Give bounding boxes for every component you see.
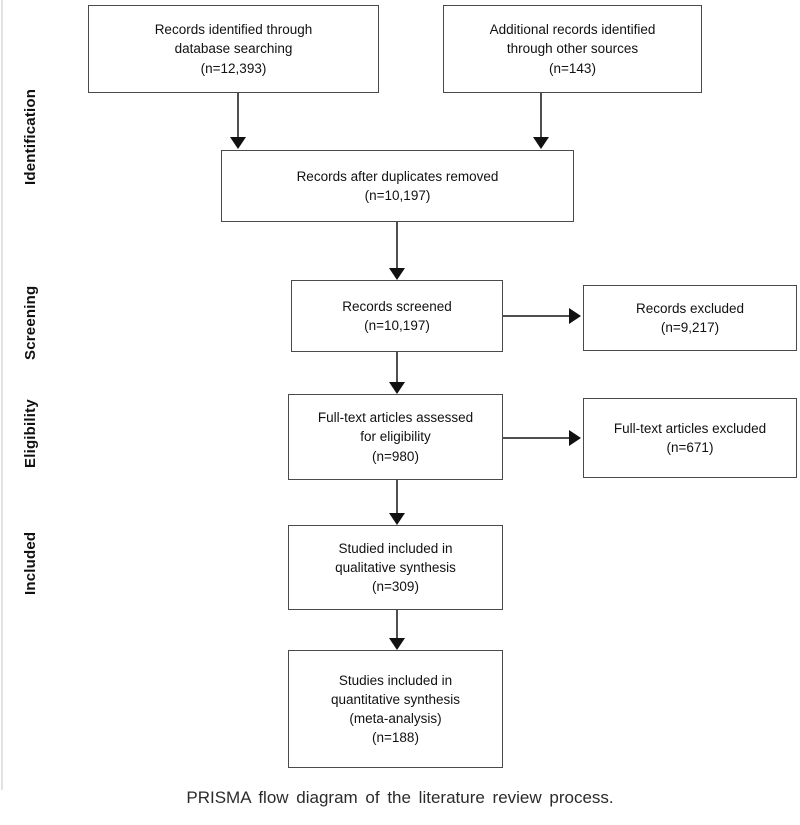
box-count: (n=980) [372,448,419,464]
box-records-excluded: Records excluded (n=9,217) [583,285,797,351]
box-count: (n=10,197) [364,318,430,333]
stage-label-eligibility: Eligibility [22,399,39,468]
box-count: (n=143) [549,60,596,76]
arrowhead-fulltext-to-qualitative [389,513,405,525]
box-line: through other sources [506,41,639,57]
arrowhead-database-to-duplicates [230,137,246,149]
connector-duplicates-to-screened [396,222,398,270]
stage-label-included: Included [22,531,39,595]
box-fulltext-excluded: Full-text articles excluded (n=671) [583,398,797,478]
box-count: (n=12,393) [200,60,267,76]
arrowhead-fulltext-to-excluded [569,430,581,446]
box-fulltext-assessed: Full-text articles assessed for eligibil… [288,394,503,480]
box-line: Records identified through [154,22,313,38]
box-count: (n=188) [372,730,419,746]
box-count: (n=309) [372,579,419,595]
box-line: Studied included in [338,540,453,556]
box-qualitative-synthesis: Studied included in qualitative synthesi… [288,525,503,610]
box-database-records: Records identified through database sear… [88,5,379,93]
arrowhead-screened-to-excluded [569,308,581,324]
box-records-screened: Records screened (n=10,197) [291,280,503,352]
connector-database-to-duplicates [237,93,239,139]
box-line: Records after duplicates removed [296,168,499,184]
box-line: for eligibility [360,429,431,445]
stage-label-identification: Identification [22,88,39,185]
box-quantitative-synthesis: Studies included in quantitative synthes… [288,650,503,768]
box-line: Records screened [342,298,452,314]
arrowhead-duplicates-to-screened [389,268,405,280]
box-line: qualitative synthesis [335,559,456,575]
stage-label-screening: Screening [22,285,39,360]
box-count: (n=9,217) [660,320,720,335]
box-line: Studies included in [338,672,453,688]
figure-caption: PRISMA flow diagram of the literature re… [186,788,614,807]
box-duplicates-removed: Records after duplicates removed (n=10,1… [221,150,574,222]
box-line: Records excluded [635,300,745,316]
box-other-records: Additional records identified through ot… [443,5,702,93]
connector-other-to-duplicates [540,93,542,139]
connector-fulltext-to-qualitative [396,480,398,515]
box-count: (n=10,197) [364,188,431,203]
box-line: database searching [174,41,293,57]
box-line: Full-text articles excluded [613,420,767,436]
arrowhead-qualitative-to-quantitative [389,638,405,650]
box-count: (n=671) [666,440,714,455]
connector-fulltext-to-excluded [503,437,571,439]
box-line: (meta-analysis) [349,711,442,726]
connector-qualitative-to-quantitative [396,610,398,640]
box-line: quantitative synthesis [330,691,461,707]
box-line: Full-text articles assessed [317,410,474,426]
left-edge-rule [1,0,3,790]
arrowhead-screened-to-fulltext [389,382,405,394]
connector-screened-to-fulltext [396,352,398,384]
arrowhead-other-to-duplicates [533,137,549,149]
box-line: Additional records identified [489,22,656,38]
connector-screened-to-excluded [503,315,571,317]
